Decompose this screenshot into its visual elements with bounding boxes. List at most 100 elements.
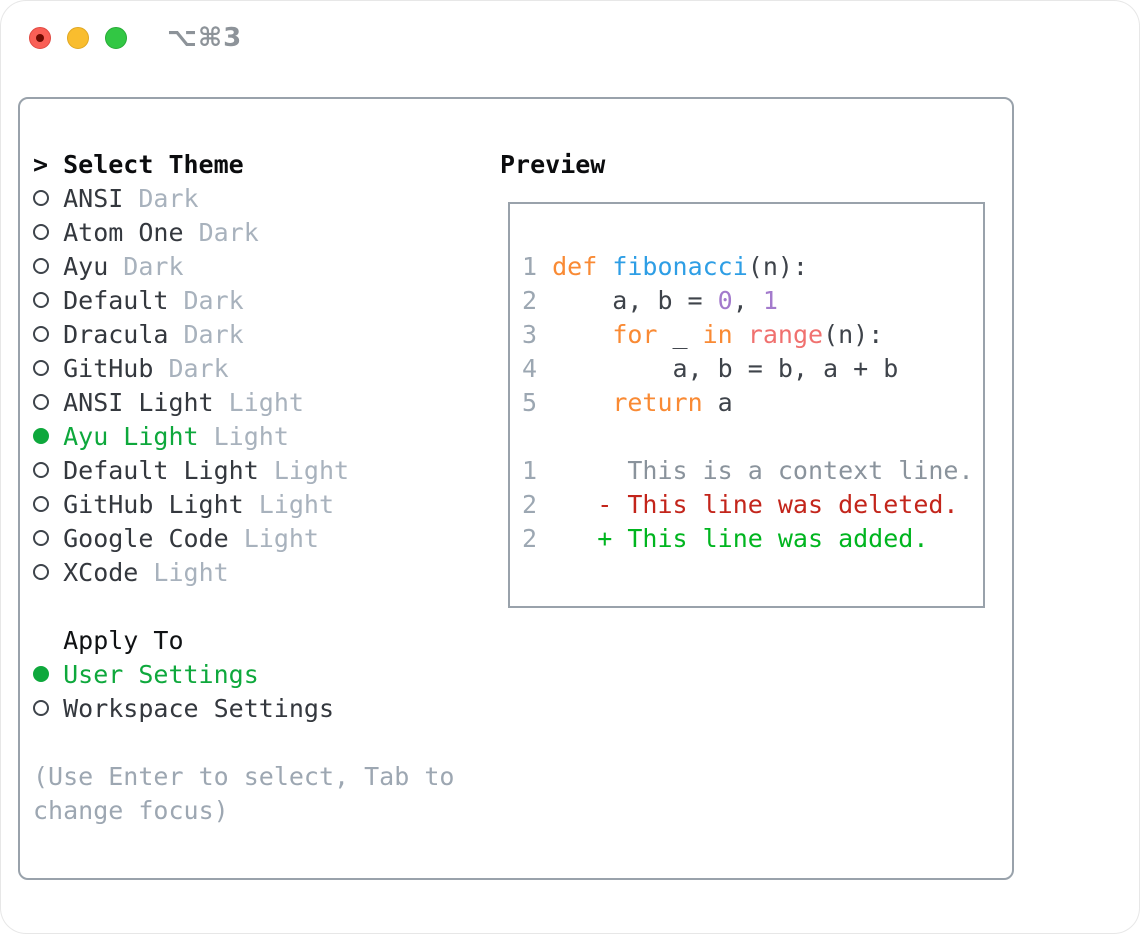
theme-name-label: ANSI bbox=[63, 184, 124, 213]
spacer bbox=[33, 590, 454, 624]
line-number: 4 bbox=[522, 354, 538, 383]
option-theme[interactable]: ANSI Light Light bbox=[33, 386, 454, 420]
option-theme[interactable]: Dracula Dark bbox=[33, 318, 454, 352]
theme-name-label: GitHub bbox=[63, 354, 154, 383]
option-theme[interactable]: Default Light Light bbox=[33, 454, 454, 488]
code-line: 3 for _ in range(n): bbox=[522, 318, 983, 352]
radio-icon bbox=[33, 454, 63, 488]
option-theme[interactable]: Ayu Dark bbox=[33, 250, 454, 284]
radio-circle bbox=[33, 530, 49, 546]
radio-icon bbox=[33, 182, 63, 216]
option-apply-target[interactable]: User Settings bbox=[33, 658, 454, 692]
radio-icon bbox=[33, 522, 63, 556]
radio-circle bbox=[33, 700, 49, 716]
code-token: a, b = bbox=[552, 286, 718, 315]
theme-name-label: Dracula bbox=[63, 320, 169, 349]
code-token bbox=[552, 388, 612, 417]
code-token: in bbox=[702, 320, 733, 349]
titlebar: ⌥⌘3 bbox=[0, 0, 1140, 76]
hint-line-2: change focus) bbox=[33, 796, 229, 825]
code-token: (n): bbox=[747, 252, 808, 281]
line-number: 2 bbox=[522, 524, 538, 553]
theme-name-label: Ayu Light bbox=[63, 422, 199, 451]
theme-variant-label: Dark bbox=[153, 354, 229, 383]
code-token bbox=[552, 490, 597, 519]
theme-name-label: XCode bbox=[63, 558, 139, 587]
option-theme[interactable]: XCode Light bbox=[33, 556, 454, 590]
radio-circle bbox=[33, 666, 49, 682]
close-button[interactable] bbox=[29, 27, 51, 49]
code-token: def bbox=[552, 252, 613, 281]
option-theme[interactable]: Default Dark bbox=[33, 284, 454, 318]
apply-target-name-label: User Settings bbox=[63, 660, 259, 689]
radio-icon bbox=[33, 352, 63, 386]
radio-circle bbox=[33, 394, 49, 410]
code-line: 1 def fibonacci(n): bbox=[522, 250, 983, 284]
radio-icon bbox=[33, 488, 63, 522]
radio-circle bbox=[33, 496, 49, 512]
code-token: a, b = b, a + b bbox=[552, 354, 899, 383]
option-theme[interactable]: GitHub Dark bbox=[33, 352, 454, 386]
option-apply-target[interactable]: Workspace Settings bbox=[33, 692, 454, 726]
theme-variant-label: Dark bbox=[108, 252, 184, 281]
theme-name-label: Ayu bbox=[63, 252, 109, 281]
option-theme[interactable]: Ayu Light Light bbox=[33, 420, 454, 454]
code-line: 2 a, b = 0, 1 bbox=[522, 284, 983, 318]
theme-variant-label: Dark bbox=[183, 218, 259, 247]
radio-circle bbox=[33, 360, 49, 376]
close-button-dot-icon bbox=[36, 34, 44, 42]
line-number: 5 bbox=[522, 388, 538, 417]
radio-icon bbox=[33, 556, 63, 590]
focus-caret-icon: > bbox=[33, 150, 49, 179]
apply-to-header-label: Apply To bbox=[63, 626, 184, 655]
code-token: range bbox=[747, 320, 824, 349]
theme-variant-label: Light bbox=[198, 422, 289, 451]
code-token: This is a context line. bbox=[552, 456, 974, 485]
line-number: 2 bbox=[522, 490, 538, 519]
code-token bbox=[552, 320, 612, 349]
option-theme[interactable]: Google Code Light bbox=[33, 522, 454, 556]
radio-icon bbox=[33, 318, 63, 352]
option-theme[interactable]: GitHub Light Light bbox=[33, 488, 454, 522]
option-theme[interactable]: Atom One Dark bbox=[33, 216, 454, 250]
radio-selected-icon bbox=[33, 420, 63, 454]
code-token: 1 bbox=[762, 286, 778, 315]
theme-variant-label: Light bbox=[213, 388, 304, 417]
code-token bbox=[733, 320, 748, 349]
radio-circle bbox=[33, 428, 49, 444]
code-token: fibonacci bbox=[612, 252, 748, 281]
code-line: 2 - This line was deleted. bbox=[522, 488, 983, 522]
code-line: 5 return a bbox=[522, 386, 983, 420]
radio-circle bbox=[33, 292, 49, 308]
code-token: - This line was deleted. bbox=[597, 490, 959, 519]
code-line: 4 a, b = b, a + b bbox=[522, 352, 983, 386]
code-token bbox=[552, 524, 597, 553]
minimize-button[interactable] bbox=[67, 27, 89, 49]
preview-header: Preview bbox=[500, 150, 606, 179]
theme-name-label: Google Code bbox=[63, 524, 229, 553]
code-line bbox=[522, 420, 983, 454]
line-number: 1 bbox=[522, 252, 538, 281]
code-token: a bbox=[702, 388, 733, 417]
radio-icon bbox=[33, 692, 63, 726]
select-theme-header: >Select Theme bbox=[33, 148, 454, 182]
code-token: 0 bbox=[717, 286, 733, 315]
theme-variant-label: Light bbox=[138, 558, 229, 587]
code-line: 1 This is a context line. bbox=[522, 454, 983, 488]
radio-icon bbox=[33, 216, 63, 250]
code-token: + This line was added. bbox=[597, 524, 929, 553]
theme-name-label: Atom One bbox=[63, 218, 184, 247]
code-token: for bbox=[612, 320, 658, 349]
theme-name-label: GitHub Light bbox=[63, 490, 244, 519]
radio-icon bbox=[33, 284, 63, 318]
window-shortcut-label: ⌥⌘3 bbox=[167, 23, 243, 53]
line-number: 3 bbox=[522, 320, 538, 349]
radio-circle bbox=[33, 190, 49, 206]
zoom-button[interactable] bbox=[105, 27, 127, 49]
option-theme[interactable]: ANSI Dark bbox=[33, 182, 454, 216]
theme-variant-label: Light bbox=[228, 524, 319, 553]
radio-circle bbox=[33, 462, 49, 478]
